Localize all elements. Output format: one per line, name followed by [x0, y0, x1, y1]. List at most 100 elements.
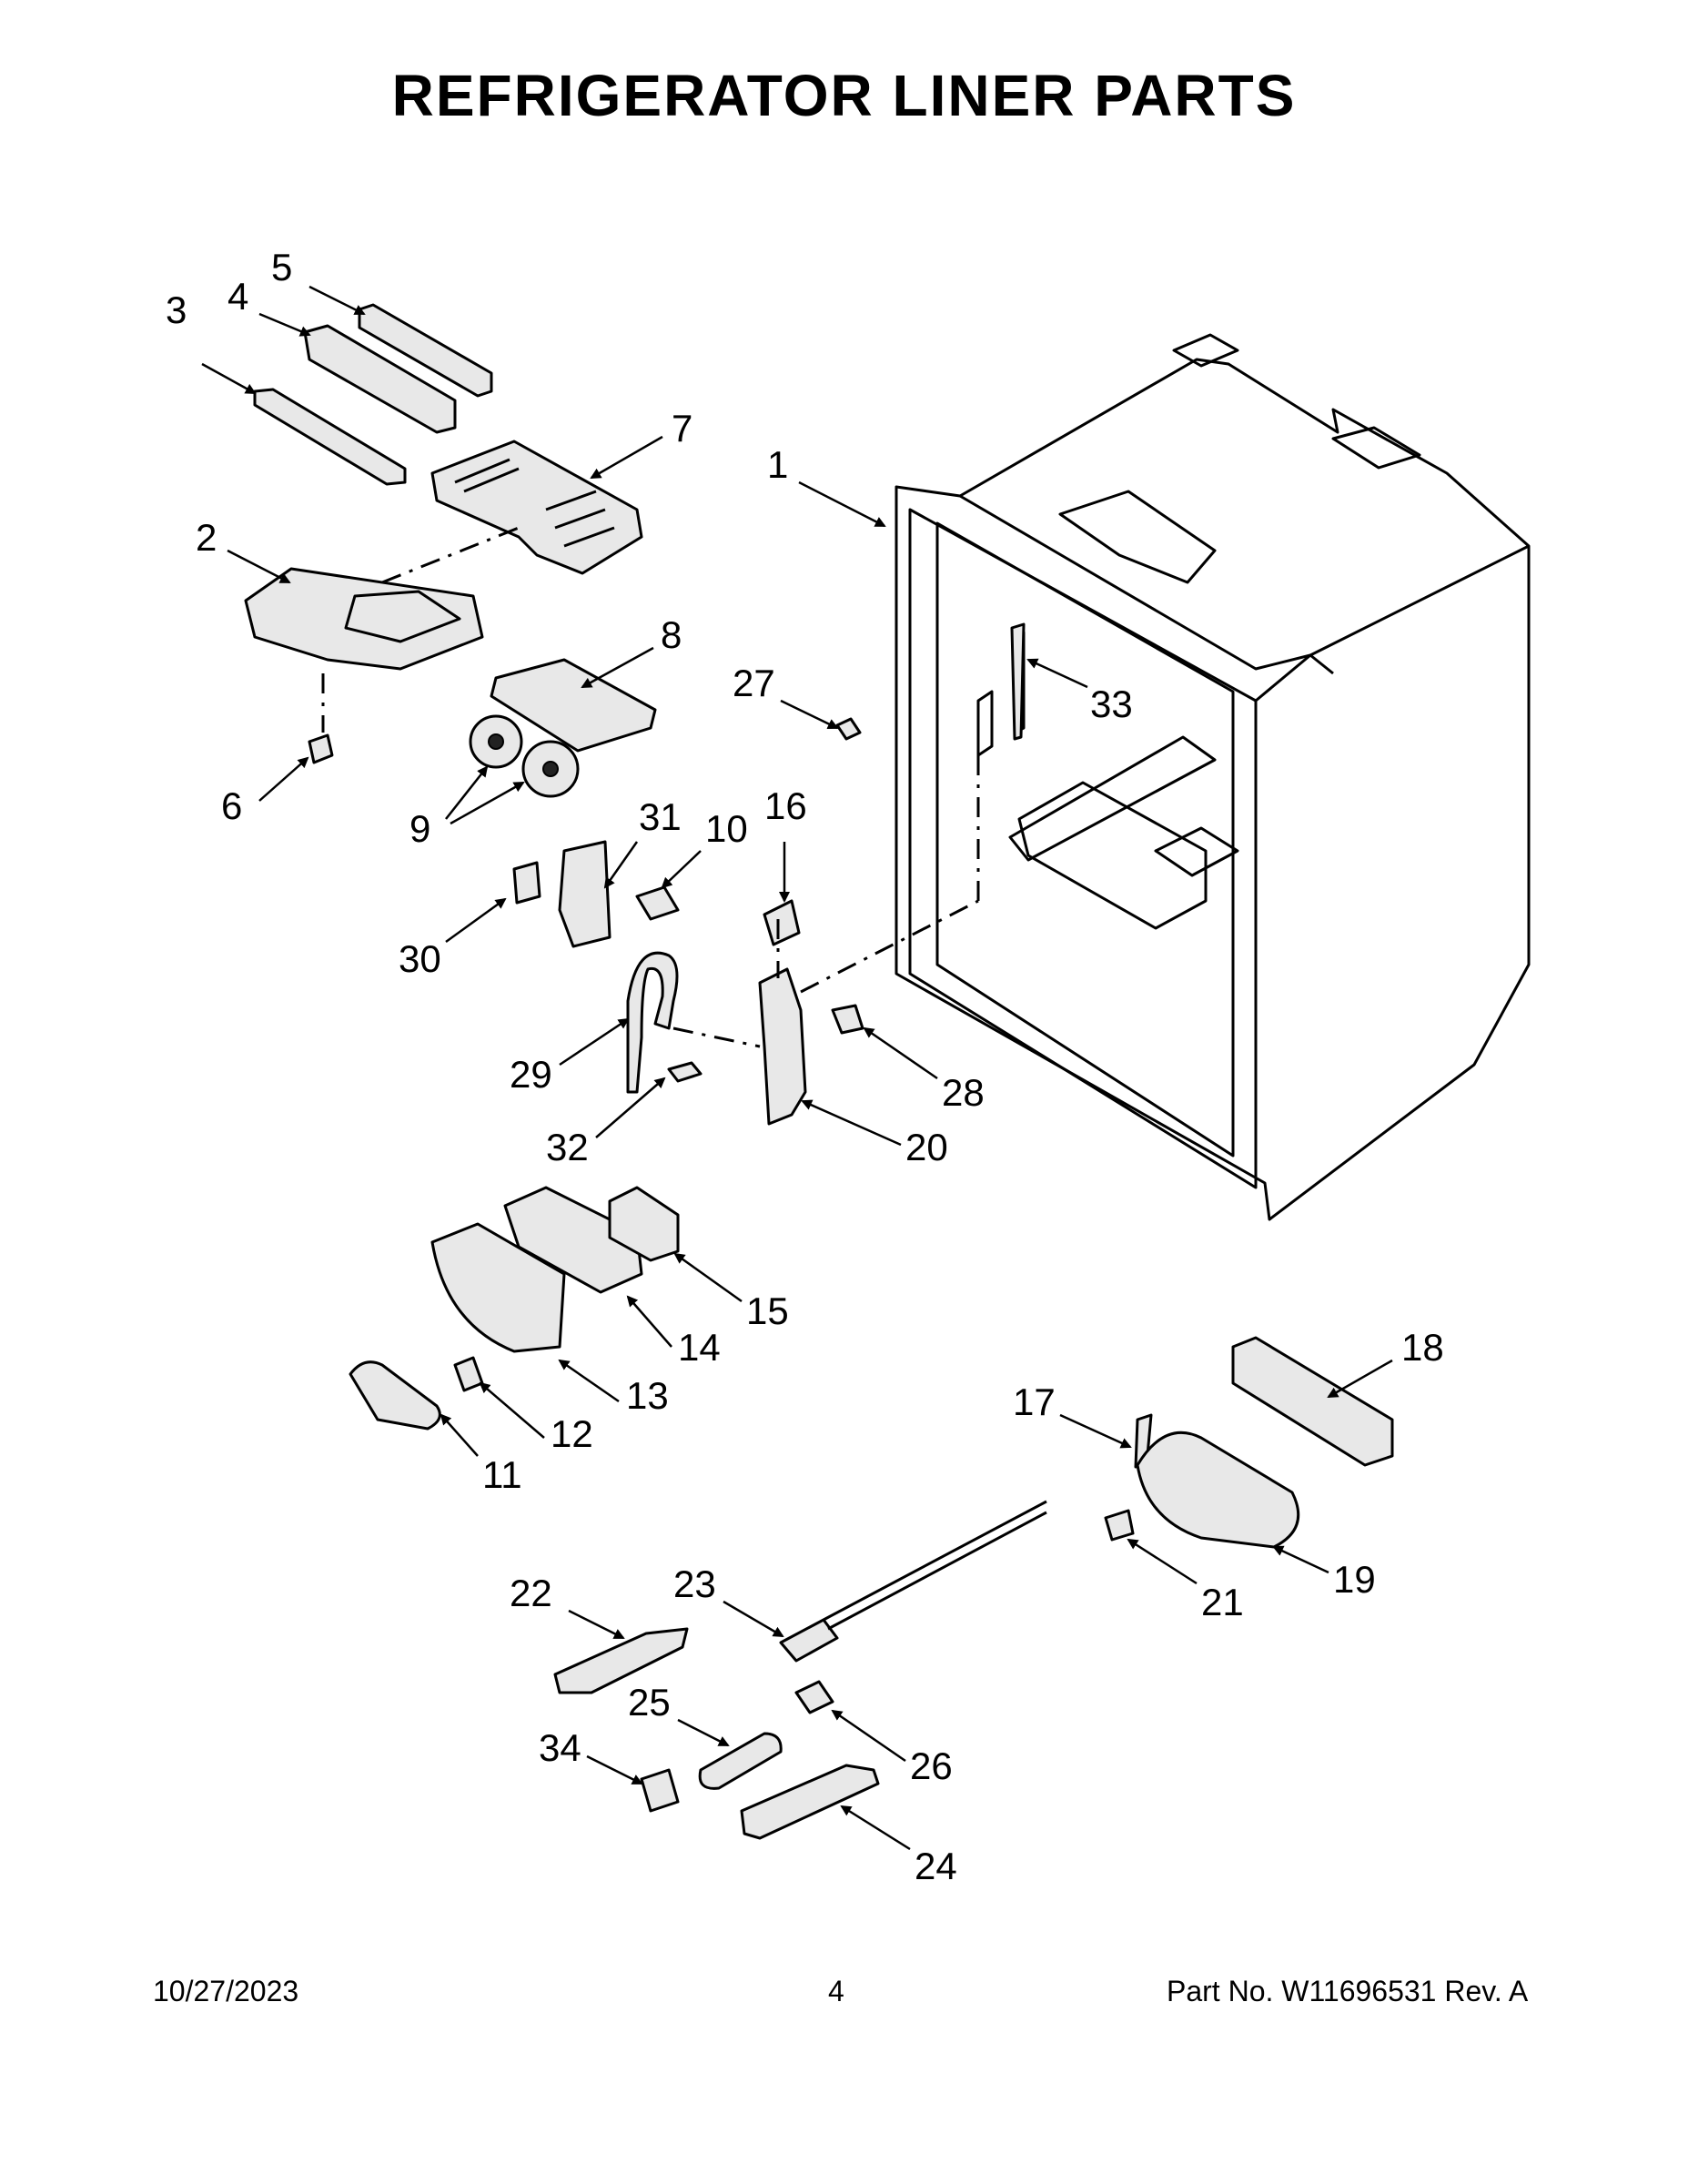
- svg-text:28: 28: [942, 1071, 985, 1114]
- callout-15: 15: [673, 1252, 789, 1332]
- part-16: [763, 899, 801, 946]
- part-25: [698, 1732, 783, 1790]
- part-18: [1231, 1336, 1394, 1467]
- callout-11: 11: [440, 1413, 522, 1496]
- part-22: [553, 1627, 689, 1694]
- svg-text:17: 17: [1013, 1380, 1056, 1423]
- svg-text:1: 1: [767, 443, 788, 486]
- part-3: [253, 388, 407, 486]
- footer-date: 10/27/2023: [153, 1975, 299, 2007]
- svg-text:21: 21: [1201, 1581, 1244, 1623]
- callout-17: 17: [1013, 1380, 1132, 1449]
- callout-34: 34: [539, 1726, 643, 1785]
- part-6: [308, 733, 334, 764]
- callout-8: 8: [581, 613, 682, 689]
- part-11: [349, 1360, 441, 1431]
- footer-page-number: 4: [828, 1975, 844, 2007]
- svg-text:8: 8: [661, 613, 682, 656]
- callout-23: 23: [673, 1562, 784, 1638]
- callout-32: 32: [546, 1077, 666, 1168]
- svg-text:24: 24: [915, 1845, 957, 1887]
- callout-14: 14: [626, 1295, 721, 1369]
- callouts: 1 2 3 4 5 6 7 8 9 10 11 12 13 14 15 16 1…: [166, 246, 1444, 1887]
- footer-part-number: Part No. W11696531 Rev. A: [1167, 1975, 1529, 2007]
- callout-26: 26: [831, 1709, 953, 1787]
- svg-text:2: 2: [196, 516, 217, 559]
- part-9: [469, 714, 580, 798]
- svg-text:20: 20: [905, 1126, 948, 1168]
- callout-33: 33: [1026, 658, 1133, 725]
- svg-text:5: 5: [271, 246, 292, 288]
- callout-24: 24: [840, 1805, 957, 1887]
- part-26: [794, 1680, 834, 1714]
- svg-text:19: 19: [1333, 1558, 1376, 1601]
- svg-text:23: 23: [673, 1562, 716, 1605]
- part-19: [1136, 1431, 1300, 1549]
- svg-text:33: 33: [1090, 682, 1133, 725]
- liner-part-1: [895, 333, 1531, 1221]
- callout-16: 16: [764, 784, 807, 903]
- callout-9: 9: [409, 765, 525, 850]
- svg-text:29: 29: [510, 1053, 552, 1096]
- part-33: [1010, 622, 1026, 741]
- svg-text:3: 3: [166, 288, 187, 331]
- part-27: [835, 717, 862, 741]
- callout-29: 29: [510, 1017, 630, 1096]
- callout-12: 12: [479, 1381, 593, 1455]
- svg-text:15: 15: [746, 1289, 789, 1332]
- callout-5: 5: [271, 246, 366, 316]
- part-8: [490, 658, 657, 753]
- callout-1: 1: [767, 443, 886, 528]
- callout-25: 25: [628, 1681, 730, 1747]
- svg-text:4: 4: [227, 275, 248, 318]
- callout-21: 21: [1127, 1538, 1244, 1623]
- part-13: [430, 1222, 566, 1353]
- svg-text:11: 11: [482, 1453, 522, 1496]
- svg-text:32: 32: [546, 1126, 589, 1168]
- svg-text:34: 34: [539, 1726, 581, 1769]
- callout-10: 10: [661, 807, 748, 889]
- page-title: REFRIGERATOR LINER PARTS: [391, 63, 1297, 128]
- svg-text:9: 9: [409, 807, 430, 850]
- part-32: [667, 1061, 702, 1083]
- part-4: [303, 324, 457, 434]
- callout-4: 4: [227, 275, 311, 337]
- part-5: [358, 303, 493, 398]
- part-12: [453, 1356, 484, 1392]
- svg-text:16: 16: [764, 784, 807, 827]
- assembly-lines: [321, 524, 980, 1048]
- part-7: [430, 440, 643, 575]
- part-2: [244, 567, 484, 671]
- svg-text:26: 26: [910, 1744, 953, 1787]
- svg-text:13: 13: [626, 1374, 669, 1417]
- part-14: [503, 1186, 643, 1294]
- callout-19: 19: [1272, 1545, 1376, 1601]
- svg-text:22: 22: [510, 1572, 552, 1614]
- part-23: [779, 1500, 1047, 1663]
- part-34: [640, 1768, 680, 1813]
- part-29: [626, 951, 679, 1094]
- part-21: [1104, 1509, 1135, 1542]
- part-15: [608, 1186, 680, 1262]
- svg-text:25: 25: [628, 1681, 671, 1724]
- svg-text:14: 14: [678, 1326, 721, 1369]
- svg-text:31: 31: [639, 795, 682, 838]
- svg-text:7: 7: [672, 407, 692, 450]
- callout-20: 20: [801, 1099, 948, 1168]
- part-30: [512, 861, 541, 905]
- callout-28: 28: [863, 1026, 985, 1114]
- callout-18: 18: [1327, 1326, 1444, 1399]
- part-10: [635, 885, 680, 921]
- part-31: [558, 840, 612, 948]
- svg-text:30: 30: [399, 937, 441, 980]
- part-28: [831, 1004, 864, 1035]
- svg-text:12: 12: [551, 1412, 593, 1455]
- svg-text:10: 10: [705, 807, 748, 850]
- callout-6: 6: [221, 756, 309, 827]
- callout-13: 13: [558, 1359, 669, 1417]
- callout-22: 22: [510, 1572, 625, 1640]
- callout-2: 2: [196, 516, 291, 584]
- part-24: [740, 1764, 880, 1840]
- svg-text:6: 6: [221, 784, 242, 827]
